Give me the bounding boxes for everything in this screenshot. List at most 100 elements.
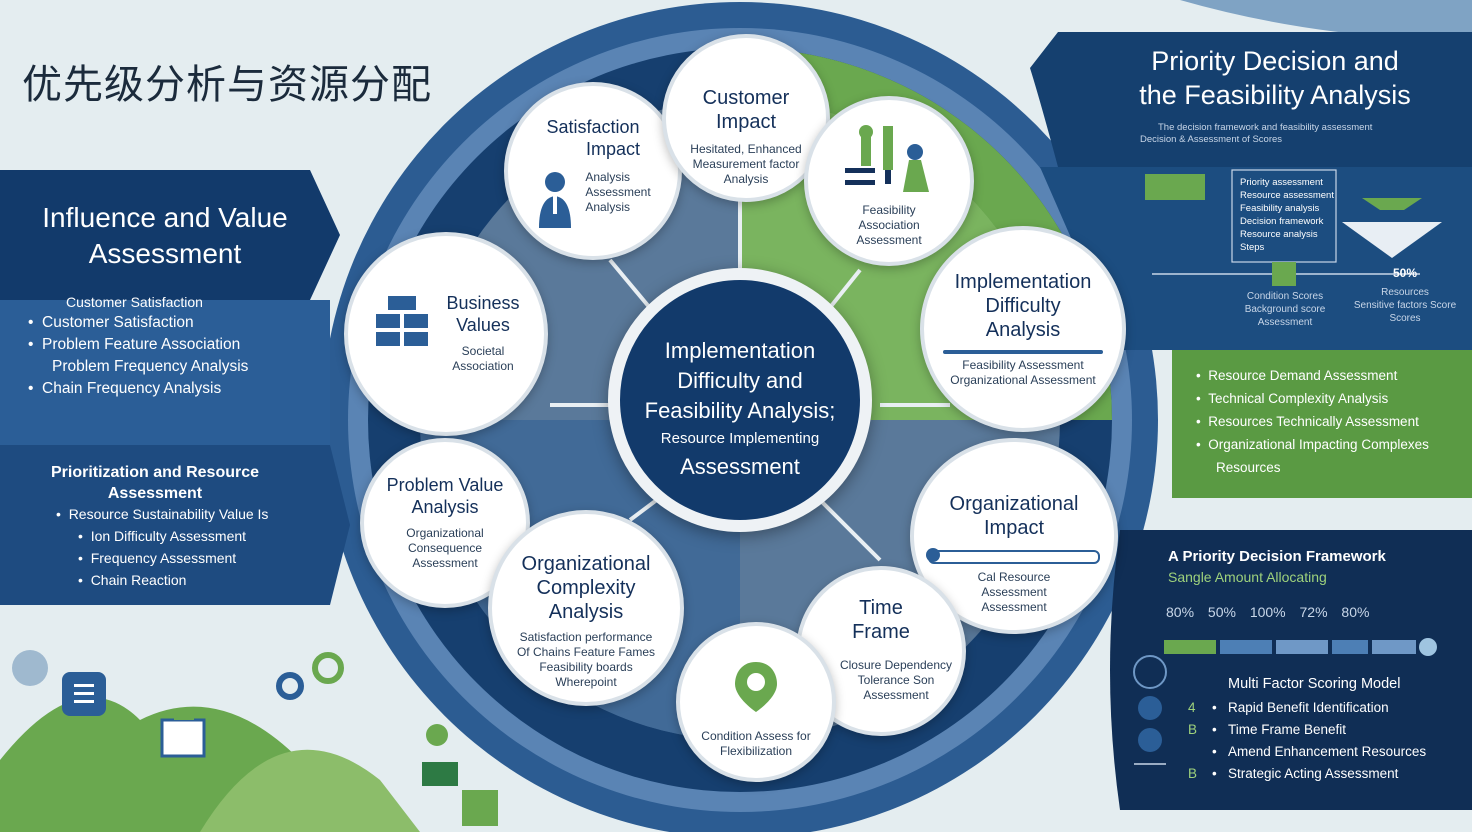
- circle-text: Association: [452, 359, 514, 373]
- label-text: Condition Scores: [1246, 291, 1324, 302]
- box-line: Feasibility analysis: [1240, 203, 1320, 214]
- center-heading: Implementation: [664, 338, 816, 363]
- circle-text: Cal Resource: [977, 570, 1051, 584]
- circle-text: Assessment: [856, 233, 922, 247]
- left2-title-line2: Assessment: [107, 485, 203, 502]
- circle-text: Assessment: [412, 556, 478, 570]
- label-text: Assessment: [1257, 317, 1313, 328]
- left-panel2-title: Prioritization and Resource Assessment: [40, 462, 270, 504]
- circle-text: Of Chains Feature Fames: [516, 645, 656, 659]
- business-values-circle[interactable]: Business Values Societal Association: [344, 232, 548, 436]
- label-text: Sensitive factors Score: [1353, 300, 1457, 311]
- circle-text: Assessment: [585, 185, 651, 199]
- circle-text: Closure Dependency: [839, 658, 953, 672]
- list-item: • Resources Technically Assessment: [1196, 414, 1419, 429]
- circle-text: Assessment: [863, 688, 929, 702]
- right-title-line1: Priority Decision and: [1151, 46, 1399, 76]
- list-item: •Amend Enhancement Resources: [1212, 744, 1427, 759]
- label-left: Condition Scores Background score Assess…: [1230, 290, 1340, 329]
- box-line: Steps: [1240, 242, 1265, 253]
- circle-heading: Time: [859, 597, 903, 619]
- list-item: • Technical Complexity Analysis: [1196, 391, 1389, 406]
- circle-text: Association: [858, 218, 920, 232]
- circle-heading: Analysis: [411, 497, 479, 517]
- model-list: 4•Rapid Benefit Identification B•Time Fr…: [1188, 700, 1426, 788]
- right-subtext: Decision & Assessment of Scores: [1140, 134, 1283, 145]
- circle-heading: Frame: [852, 621, 910, 643]
- circle-heading: Values: [456, 315, 510, 335]
- circle-heading: Customer: [702, 87, 790, 109]
- list-item: B•Strategic Acting Assessment: [1188, 766, 1399, 781]
- list-item: • Resource Sustainability Value Is: [56, 506, 269, 522]
- list-item: • Customer Satisfaction: [28, 314, 194, 331]
- circle-text: Analysis: [585, 170, 630, 184]
- left-panel-title: Influence and Value Assessment: [20, 200, 310, 272]
- circle-text: Feasibility: [862, 203, 916, 217]
- left-title-line2: Assessment: [88, 238, 242, 269]
- customer-impact-circle[interactable]: Customer Impact Hesitated, Enhanced Meas…: [662, 34, 830, 202]
- person-icon: [539, 172, 572, 228]
- satisfaction-impact-circle[interactable]: Satisfaction Impact Analysis Assessment …: [504, 82, 682, 260]
- circle-heading: Impact: [715, 111, 777, 133]
- feasibility-association-circle[interactable]: Feasibility Association Assessment: [804, 96, 974, 266]
- list-item: • Chain Reaction: [78, 572, 187, 588]
- center-heading: Difficulty and: [677, 368, 803, 393]
- left-list: Customer Satisfaction • Customer Satisfa…: [28, 294, 328, 402]
- time-frame-circle[interactable]: Time Frame Closure Dependency Tolerance …: [796, 566, 966, 736]
- score-value: 50%: [1392, 266, 1418, 280]
- circle-heading: Analysis: [548, 601, 624, 623]
- circle-text: Measurement factor: [692, 157, 800, 171]
- list-item: Problem Frequency Analysis: [52, 358, 249, 375]
- right-mid-list: • Resource Demand Assessment • Technical…: [1196, 368, 1466, 483]
- circle-text: Organizational Assessment: [950, 373, 1096, 387]
- box-line: Resource assessment: [1240, 190, 1334, 201]
- slider-track: [926, 548, 1100, 564]
- list-item: • Organizational Impacting Complexes: [1196, 437, 1429, 452]
- condition-assess-circle[interactable]: Condition Assess for Flexibilization: [676, 622, 836, 782]
- framework-title: A Priority Decision Framework: [1168, 548, 1386, 565]
- circle-heading: Satisfaction: [546, 117, 640, 137]
- circle-heading: Implementation: [954, 271, 1092, 293]
- center-circle[interactable]: Implementation Difficulty and Feasibilit…: [608, 268, 872, 532]
- circle-text: Societal: [461, 344, 505, 358]
- circle-heading: Impact: [983, 517, 1045, 539]
- list-item: Resources: [1216, 460, 1281, 475]
- circle-text: Feasibility boards: [539, 660, 633, 674]
- page-title: 优先级分析与资源分配: [22, 62, 432, 108]
- center-heading: Assessment: [680, 454, 800, 479]
- circle-heading: Organizational: [521, 553, 651, 575]
- building-icon: [376, 296, 429, 346]
- box-line: Decision framework: [1240, 216, 1324, 227]
- implementation-difficulty-circle[interactable]: Implementation Difficulty Analysis Feasi…: [920, 226, 1126, 432]
- slider-knob: [926, 548, 940, 562]
- right-panel-subtext: The decision framework and feasibility a…: [1140, 122, 1400, 146]
- organizational-complexity-circle[interactable]: Organizational Complexity Analysis Satis…: [488, 510, 684, 706]
- circle-text: Analysis: [585, 200, 630, 214]
- circle-text: Flexibilization: [719, 744, 793, 758]
- circle-heading: Organizational: [949, 493, 1079, 515]
- circle-text: Assessment: [981, 585, 1047, 599]
- circle-heading: Problem Value: [386, 475, 504, 495]
- left2-list: • Resource Sustainability Value Is • Ion…: [56, 506, 316, 594]
- circle-text: Condition Assess for: [701, 729, 811, 743]
- left-title-line1: Influence and Value: [42, 202, 288, 233]
- list-item: 4•Rapid Benefit Identification: [1188, 700, 1389, 715]
- circle-text: Consequence: [407, 541, 483, 555]
- circle-text: Feasibility Assessment: [962, 358, 1084, 372]
- circle-text: Satisfaction performance: [519, 630, 653, 644]
- left2-title-line1: Prioritization and Resource: [50, 464, 260, 481]
- circle-text: Analysis: [723, 172, 769, 186]
- tool-icons: [845, 125, 929, 192]
- circle-text: Tolerance Son: [857, 673, 935, 687]
- circle-heading: Analysis: [985, 319, 1061, 341]
- assessment-box: Priority assessment Resource assessment …: [1240, 176, 1334, 254]
- circle-text: Organizational: [406, 526, 484, 540]
- list-item: • Ion Difficulty Assessment: [78, 528, 247, 544]
- list-item: • Problem Feature Association: [28, 336, 241, 353]
- right-subtext: The decision framework and feasibility a…: [1158, 122, 1373, 133]
- list-item: B•Time Frame Benefit: [1188, 722, 1347, 737]
- circle-heading: Complexity: [536, 577, 636, 599]
- list-item: • Chain Frequency Analysis: [28, 380, 222, 397]
- circle-heading: Business: [446, 293, 520, 313]
- location-pin-icon: [735, 662, 777, 712]
